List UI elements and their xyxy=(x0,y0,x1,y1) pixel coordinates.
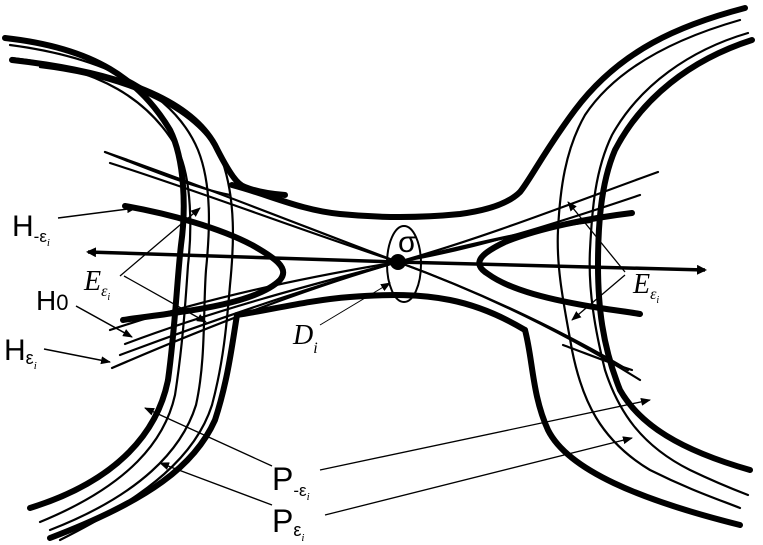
right-tube-inner xyxy=(595,37,755,473)
p-minus-eps-pointer-left xyxy=(144,407,273,467)
e-left-pointer-2 xyxy=(123,275,207,323)
label-e-right: Eεi xyxy=(632,269,659,306)
left-tube-inner-line xyxy=(38,65,235,542)
left-tube-outer-top-2 xyxy=(10,56,192,524)
neck-top xyxy=(229,182,523,220)
sigma-ellipse xyxy=(386,225,422,303)
h-line-7 xyxy=(103,150,232,197)
h-line-4 xyxy=(110,170,660,370)
right-tube-outer-3 xyxy=(588,31,750,497)
label-h-minus-eps: H-εi xyxy=(12,210,50,249)
saddle-point xyxy=(390,254,406,270)
e-right-pointer-1 xyxy=(567,201,626,273)
h-zero-pointer xyxy=(75,305,133,338)
h-minus-eps-pointer xyxy=(57,205,137,219)
e-right-pointer-2 xyxy=(571,274,626,321)
label-p-minus-eps: P-εi xyxy=(272,461,310,503)
p-eps-pointer-left xyxy=(159,462,273,506)
neck-bottom xyxy=(234,292,528,333)
label-d-i: Di xyxy=(292,320,318,357)
label-e-left: Eεi xyxy=(83,266,110,303)
label-h-zero: H0 xyxy=(36,285,68,316)
label-p-eps: Pεi xyxy=(272,503,304,544)
h-line-6 xyxy=(118,220,592,357)
right-tube-outer-2 xyxy=(556,18,742,510)
label-sigma: σ xyxy=(398,226,417,259)
p-eps-pointer-right xyxy=(324,436,633,516)
p-minus-eps-pointer-right xyxy=(319,397,651,471)
label-h-eps: Hεi xyxy=(4,334,37,372)
d-i-pointer xyxy=(319,282,391,326)
h-line-8 xyxy=(561,343,634,372)
left-lobe xyxy=(120,203,287,323)
right-tube-outer xyxy=(517,5,748,528)
e-left-pointer-1 xyxy=(119,207,201,277)
axis-left-arrow xyxy=(86,247,399,264)
h-line-5 xyxy=(123,210,635,346)
axis-right-arrow xyxy=(397,260,707,275)
h-eps-pointer xyxy=(43,348,111,365)
